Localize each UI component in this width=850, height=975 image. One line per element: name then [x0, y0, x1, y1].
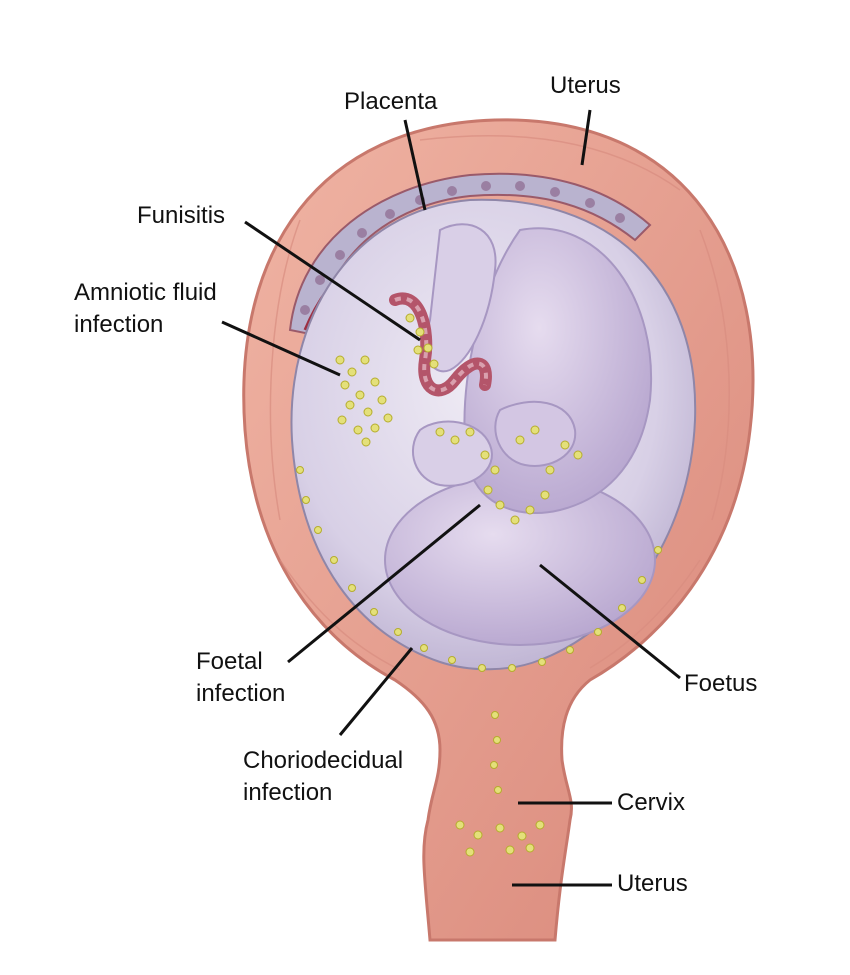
chorio-line2: infection [243, 779, 333, 806]
amniotic-leader [221, 320, 341, 377]
foetal-infection-label: Foetal infection [196, 646, 285, 710]
uterus-top-label: Uterus [550, 70, 621, 102]
uterus-bottom-text: Uterus [617, 870, 688, 897]
leader-lines [221, 109, 681, 887]
foetal-leader [287, 503, 481, 664]
funisitis-text: Funisitis [137, 202, 226, 229]
umbilical-cord [389, 292, 492, 397]
foetus-leader [539, 563, 681, 680]
cervix-text: Cervix [617, 789, 686, 816]
bacteria [296, 313, 662, 857]
foetal-line1: Foetal [196, 648, 263, 675]
uterus-top-leader [580, 109, 592, 166]
placenta-text: Placenta [344, 88, 438, 115]
foetus-text: Foetus [684, 670, 758, 697]
chorio-leader [338, 647, 414, 736]
funisitis-leader [244, 220, 421, 342]
chorio-line1: Choriodecidual [243, 747, 404, 774]
placenta-label: Placenta [344, 86, 437, 118]
uterus-top-text: Uterus [550, 72, 621, 99]
funisitis-label: Funisitis [137, 200, 225, 232]
foetus-label: Foetus [684, 668, 757, 700]
choriodecidual-infection-label: Choriodecidual infection [243, 745, 403, 809]
amniotic-line1: Amniotic fluid [74, 279, 217, 306]
placenta-leader [403, 119, 427, 211]
amniotic-line2: infection [74, 311, 164, 338]
uterus-bottom-label: Uterus [617, 868, 688, 900]
cervix-label: Cervix [617, 787, 685, 819]
foetal-line2: infection [196, 680, 286, 707]
amniotic-fluid-infection-label: Amniotic fluid infection [74, 277, 217, 341]
